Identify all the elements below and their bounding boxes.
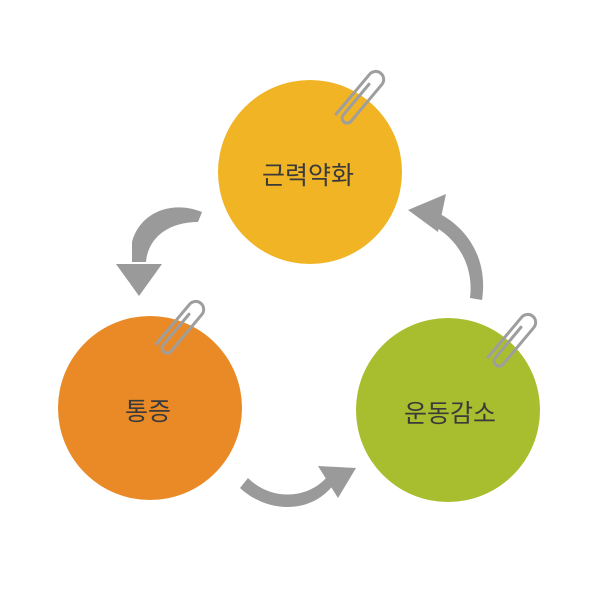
node-label-top: 근력약화: [261, 161, 355, 190]
node-label-right: 운동감소: [403, 399, 497, 428]
node-label-left: 통증: [124, 397, 172, 426]
curved-arrow-icon: [408, 194, 484, 300]
paperclip-icon: [154, 299, 206, 355]
node-circle-top: [218, 80, 402, 264]
curved-arrow-icon: [116, 207, 202, 296]
node-circle-left: [58, 316, 242, 500]
paperclip-icon: [334, 69, 386, 125]
curved-arrow-icon: [240, 466, 356, 508]
paperclip-icon: [486, 312, 538, 368]
